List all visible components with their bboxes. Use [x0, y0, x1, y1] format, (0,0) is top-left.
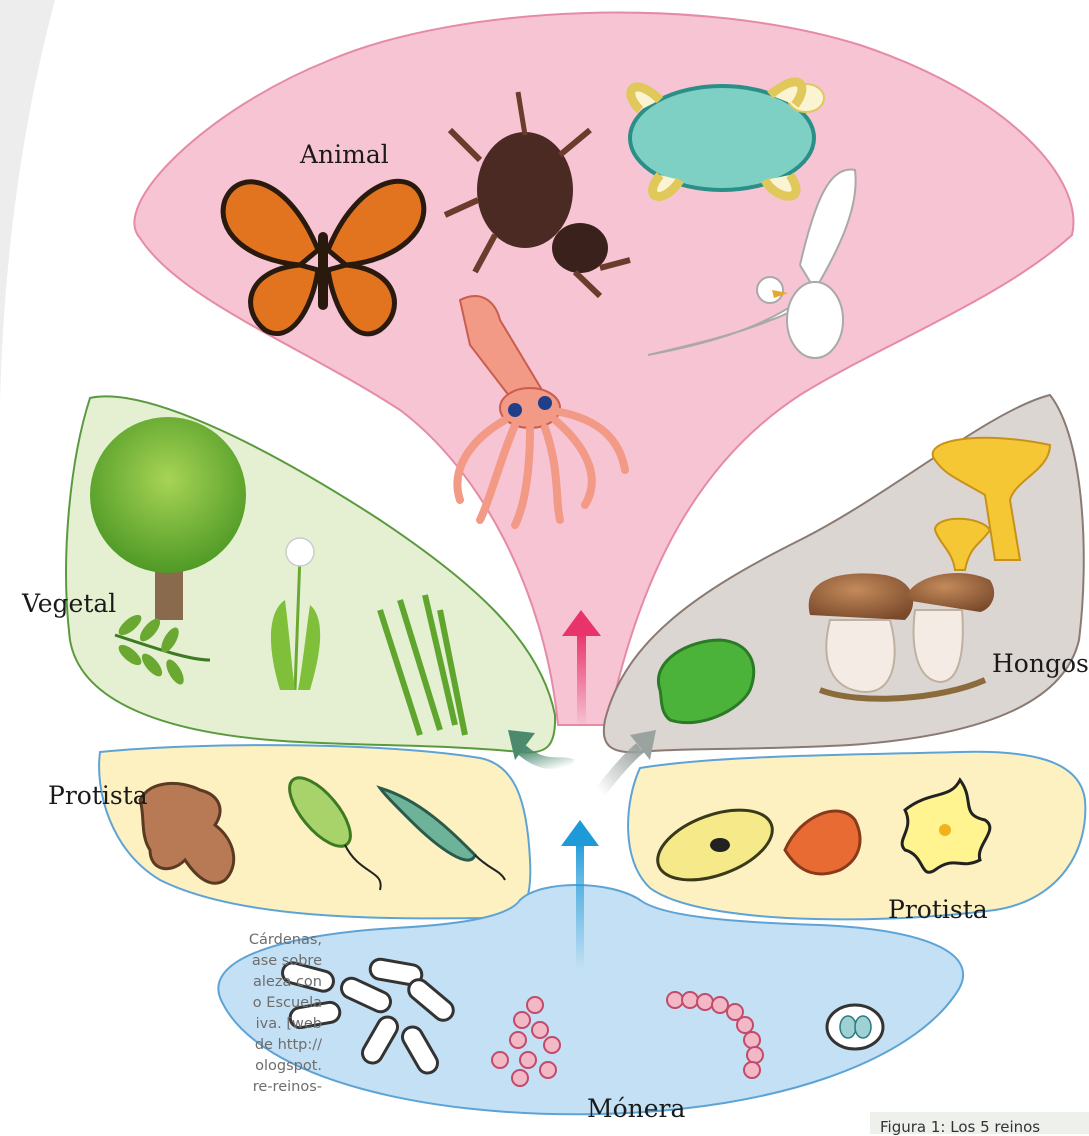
label-protista-left: Protista — [48, 781, 148, 810]
turtle-illustration — [630, 82, 824, 197]
side-text-line: aleza con — [0, 972, 322, 993]
diplococcus-illustration — [827, 1005, 883, 1049]
label-vegetal: Vegetal — [21, 589, 116, 618]
side-reference-text: Cárdenas, ase sobre aleza con o Escuela … — [0, 930, 322, 1098]
background-curve — [0, 0, 55, 520]
label-hongos: Hongos — [992, 649, 1089, 678]
side-text-line: ase sobre — [0, 951, 322, 972]
side-text-line: de http:// — [0, 1035, 322, 1056]
label-animal: Animal — [299, 140, 389, 169]
label-monera: Mónera — [587, 1094, 685, 1123]
side-text-line: re-reinos- — [0, 1077, 322, 1098]
side-text-line: o Escuela — [0, 993, 322, 1014]
figure-caption: Figura 1: Los 5 reinos — [870, 1112, 1089, 1134]
side-text-line: Cárdenas, — [0, 930, 322, 951]
side-text-line: iva. [web — [0, 1014, 322, 1035]
side-text-line: ologspot. — [0, 1056, 322, 1077]
label-protista-right: Protista — [888, 895, 988, 924]
